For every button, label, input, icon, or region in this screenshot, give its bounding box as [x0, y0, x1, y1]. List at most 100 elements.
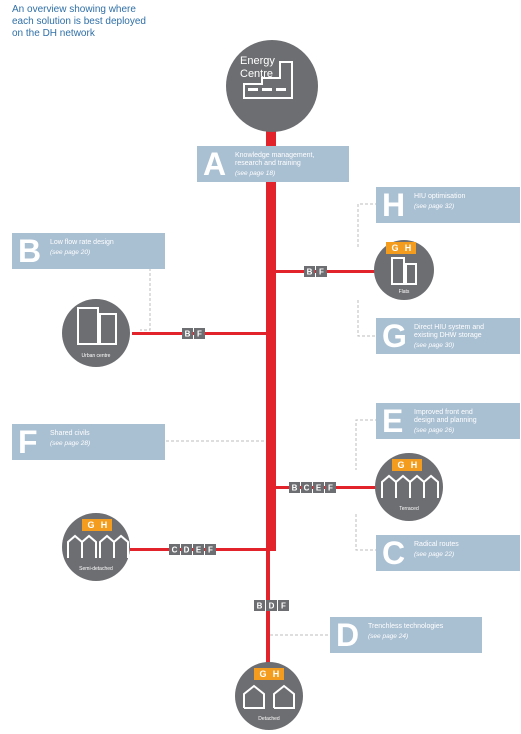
flats-badge-h: H: [405, 243, 412, 253]
detached-badge-h: H: [273, 669, 280, 679]
semi-house-icon: [99, 534, 129, 558]
flats-icon: [391, 257, 405, 285]
detached-house-icon: [273, 684, 295, 709]
flats-icon: [405, 263, 417, 285]
connection-tag-c: [169, 544, 180, 555]
solution-h-page: (see page 32): [414, 203, 455, 210]
solution-letter-g: G: [382, 318, 407, 354]
urban-label: Urban centre: [82, 353, 111, 359]
connection-tag-label: F: [208, 546, 213, 555]
connection-tag-label: E: [316, 484, 322, 493]
solution-a-title-2: research and training: [235, 160, 301, 167]
solution-box-g: G Direct HIU system and existing DHW sto…: [376, 318, 520, 354]
connection-tag-f: [325, 482, 336, 493]
factory-window: [276, 88, 286, 91]
connection-tag-e: [313, 482, 324, 493]
energy-centre-circle: [226, 40, 318, 132]
terraced-houses-icon: [381, 474, 439, 498]
connection-tag-b: [182, 328, 193, 339]
solution-d-page: (see page 24): [368, 633, 409, 640]
connection-tag-e: [193, 544, 204, 555]
connection-tag-b: [289, 482, 300, 493]
factory-icon: [243, 61, 293, 99]
office-building-icon: [99, 313, 117, 345]
connection-tag-f: [205, 544, 216, 555]
detached-badge: [254, 668, 284, 680]
detached-circle: [235, 662, 303, 730]
detached-badge-g: G: [259, 669, 266, 679]
intro-line-2: each solution is best deployed: [12, 16, 146, 27]
connection-tag-d: [181, 544, 192, 555]
connection-tag-label: C: [172, 546, 178, 555]
factory-window: [248, 88, 258, 91]
solution-g-page: (see page 30): [414, 342, 455, 349]
solution-e-page: (see page 26): [414, 427, 455, 434]
leader-g: [357, 300, 378, 337]
connection-tag-label: E: [196, 546, 202, 555]
connection-tag-label: B: [307, 268, 313, 277]
flats-badge: [386, 242, 416, 254]
solution-box-d: D Trenchless technologies (see page 24): [330, 617, 482, 653]
flats-label: Flats: [399, 289, 410, 295]
main-trunk-pipe: [266, 128, 276, 551]
solution-letter-e: E: [382, 403, 404, 439]
flats-badge-g: G: [391, 243, 398, 253]
building-terraced: G H Terraced: [375, 453, 443, 521]
connection-tag-b: [254, 600, 265, 611]
building-urban-centre: Urban centre: [62, 299, 130, 367]
solution-e-title-1: Improved front end: [414, 409, 473, 416]
solution-c-page: (see page 22): [414, 551, 455, 558]
solution-letter-b: B: [18, 233, 42, 269]
connection-tag-label: B: [185, 330, 191, 339]
connection-tag-label: C: [304, 484, 310, 493]
terraced-badge-g: G: [397, 460, 404, 470]
solution-box-e: E Improved front end design and planning…: [376, 403, 520, 439]
connection-tag-f: [316, 266, 327, 277]
connection-tag-label: B: [257, 602, 263, 611]
semi-house-icon: [67, 534, 97, 558]
solution-letter-d: D: [336, 617, 360, 653]
solution-box-a: A Knowledge management, research and tra…: [197, 146, 349, 182]
semi-badge-g: G: [87, 520, 94, 530]
intro-line-3: on the DH network: [12, 28, 95, 39]
solution-f-title: Shared civils: [50, 430, 90, 437]
connection-tag-label: F: [281, 602, 286, 611]
building-detached: G H Detached: [235, 662, 303, 730]
connection-tag-b: [304, 266, 315, 277]
intro-text: An overview showing where each solution …: [12, 4, 202, 40]
connection-tag-f: [194, 328, 205, 339]
solution-d-title: Trenchless technologies: [368, 623, 444, 630]
solution-box-b: B Low flow rate design (see page 20): [12, 233, 165, 269]
factory-window: [262, 88, 272, 91]
semi-label: Semi-detached: [79, 566, 113, 572]
connection-tag-label: F: [319, 268, 324, 277]
leader-b: [140, 268, 151, 331]
solution-b-title: Low flow rate design: [50, 239, 114, 246]
connection-tag-label: D: [184, 546, 190, 555]
solution-f-page: (see page 28): [50, 440, 91, 447]
solution-c-title: Radical routes: [414, 541, 459, 548]
solution-g-title-2: existing DHW storage: [414, 332, 482, 339]
terraced-badge-h: H: [411, 460, 418, 470]
solution-g-title-1: Direct HIU system and: [414, 324, 485, 331]
connection-tag-label: B: [292, 484, 298, 493]
semi-badge-h: H: [101, 520, 108, 530]
connection-tag-c: [301, 482, 312, 493]
solution-letter-h: H: [382, 187, 406, 223]
intro-line-1: An overview showing where: [12, 4, 136, 15]
leader-e: [355, 419, 378, 470]
detached-label: Detached: [258, 716, 280, 722]
detached-house-icon: [243, 684, 265, 709]
energy-centre-label-1: Energy: [240, 55, 275, 67]
solution-box-h: H HIU optimisation (see page 32): [376, 187, 520, 223]
terraced-badge: [392, 459, 422, 471]
solution-letter-f: F: [18, 424, 38, 460]
solution-box-f: F Shared civils (see page 28): [12, 424, 165, 460]
solution-a-title-1: Knowledge management,: [235, 152, 315, 159]
dashed-leaders: [140, 203, 378, 636]
